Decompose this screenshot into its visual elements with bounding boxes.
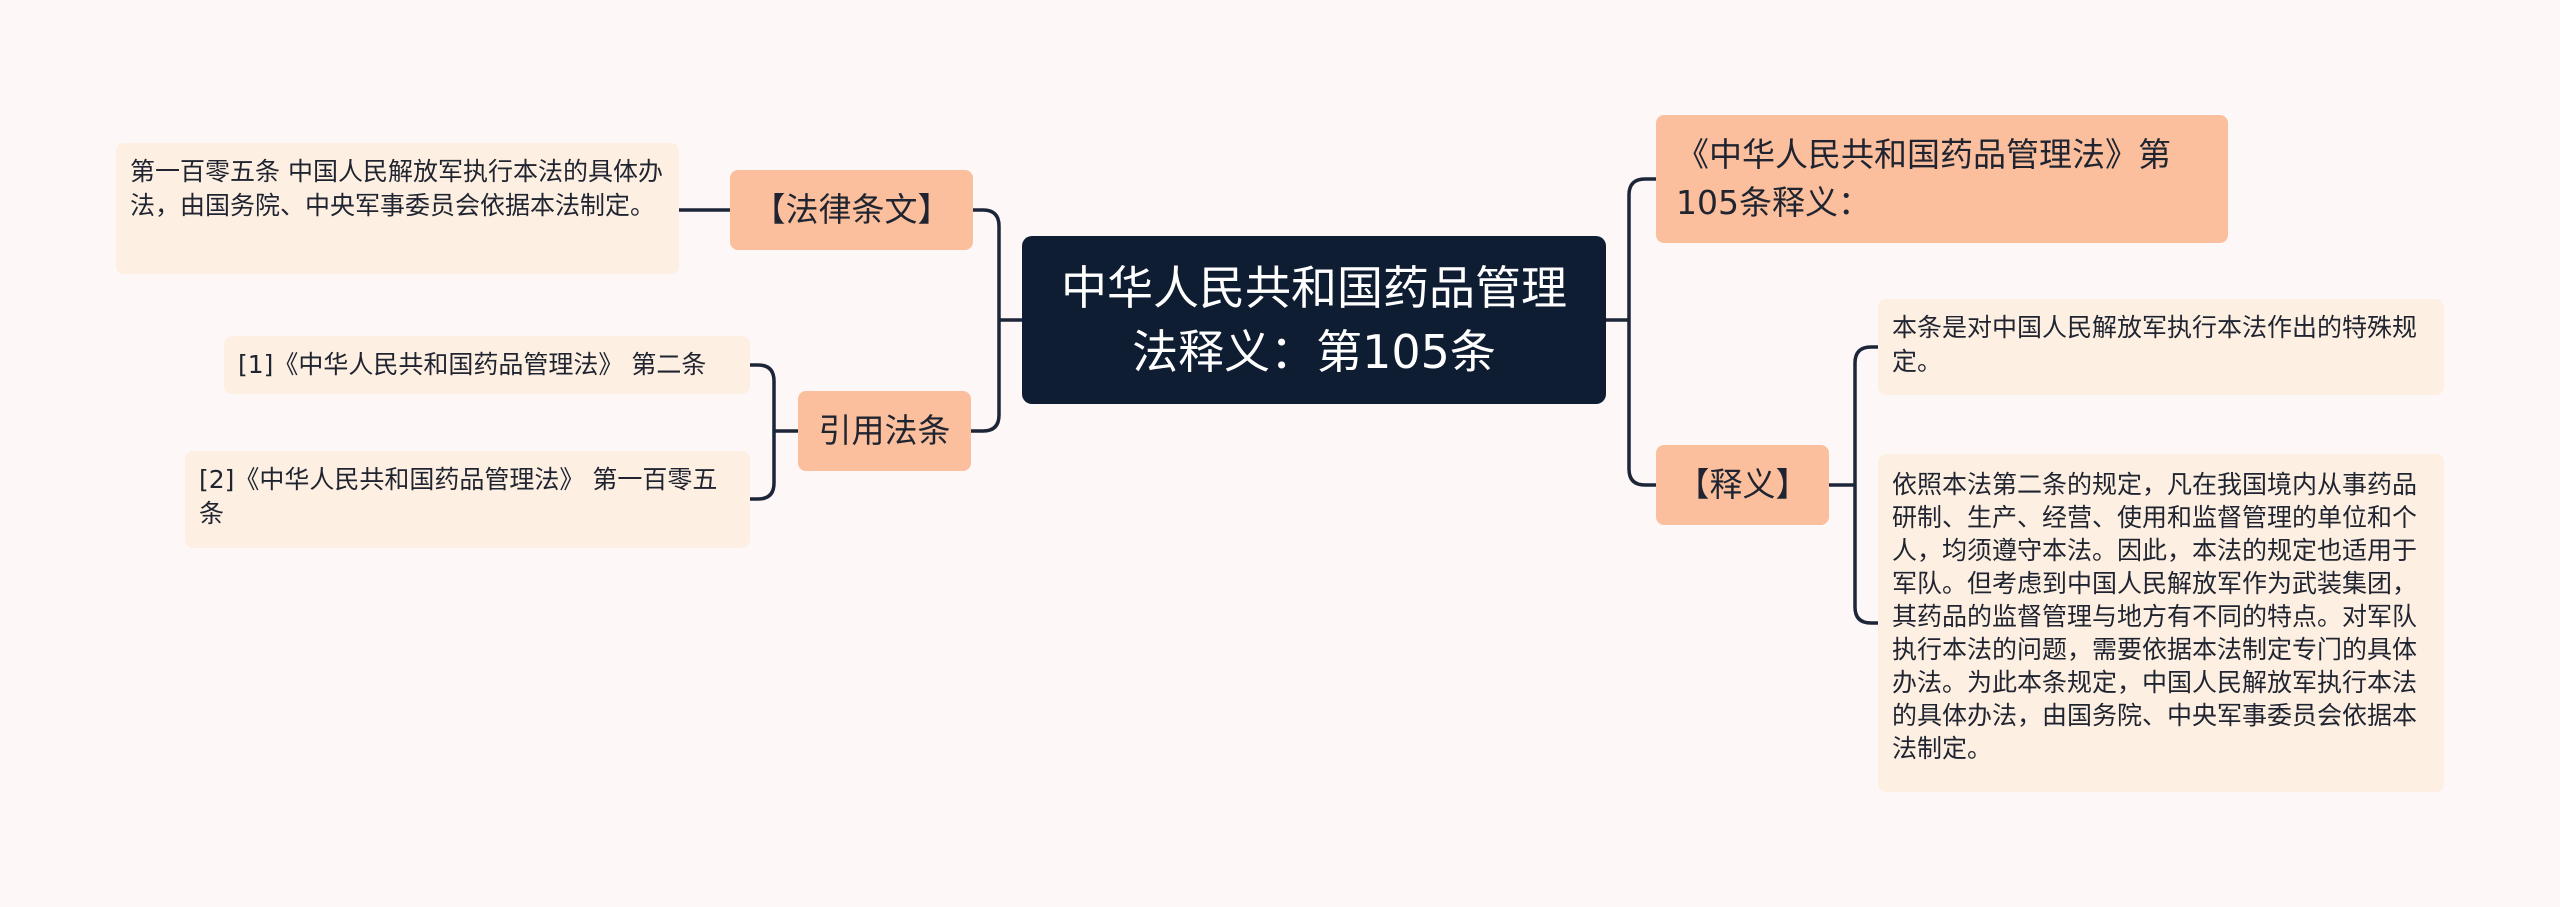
interpretation-node[interactable]: 【释义】 [1656, 445, 1829, 525]
connector-root-left [969, 208, 1024, 433]
law-article-node[interactable]: 【法律条文】 [730, 170, 973, 250]
citation-item-1[interactable]: [1]《中华人民共和国药品管理法》 第二条 [224, 336, 750, 394]
interpretation-title-node[interactable]: 《中华人民共和国药品管理法》第105条释义： [1656, 115, 2228, 243]
root-title: 中华人民共和国药品管理法释义：第105条 [1061, 261, 1567, 379]
interpretation-item-1[interactable]: 本条是对中国人民解放军执行本法作出的特殊规定。 [1878, 299, 2444, 395]
connector-cite-leaves [748, 363, 800, 501]
interpretation-title-label: 《中华人民共和国药品管理法》第105条释义： [1676, 135, 2171, 222]
law-article-text-node[interactable]: 第一百零五条 中国人民解放军执行本法的具体办法，由国务院、中央军事委员会依据本法… [116, 143, 679, 274]
citations-node[interactable]: 引用法条 [798, 391, 971, 471]
interpretation-text-2: 依照本法第二条的规定，凡在我国境内从事药品研制、生产、经营、使用和监督管理的单位… [1892, 470, 2418, 763]
citation-text-2: [2]《中华人民共和国药品管理法》 第一百零五条 [199, 465, 718, 528]
connector-def-leaves [1827, 345, 1880, 625]
interpretation-label: 【释义】 [1676, 465, 1809, 504]
citations-label: 引用法条 [818, 411, 951, 450]
citation-item-2[interactable]: [2]《中华人民共和国药品管理法》 第一百零五条 [185, 451, 750, 548]
interpretation-text-1: 本条是对中国人民解放军执行本法作出的特殊规定。 [1892, 313, 2418, 376]
root-topic[interactable]: 中华人民共和国药品管理法释义：第105条 [1022, 236, 1606, 404]
connector-root-right [1604, 177, 1658, 487]
interpretation-item-2[interactable]: 依照本法第二条的规定，凡在我国境内从事药品研制、生产、经营、使用和监督管理的单位… [1878, 454, 2444, 792]
citation-text-1: [1]《中华人民共和国药品管理法》 第二条 [238, 350, 707, 379]
law-article-label: 【法律条文】 [752, 190, 951, 229]
law-article-text: 第一百零五条 中国人民解放军执行本法的具体办法，由国务院、中央军事委员会依据本法… [130, 157, 663, 220]
